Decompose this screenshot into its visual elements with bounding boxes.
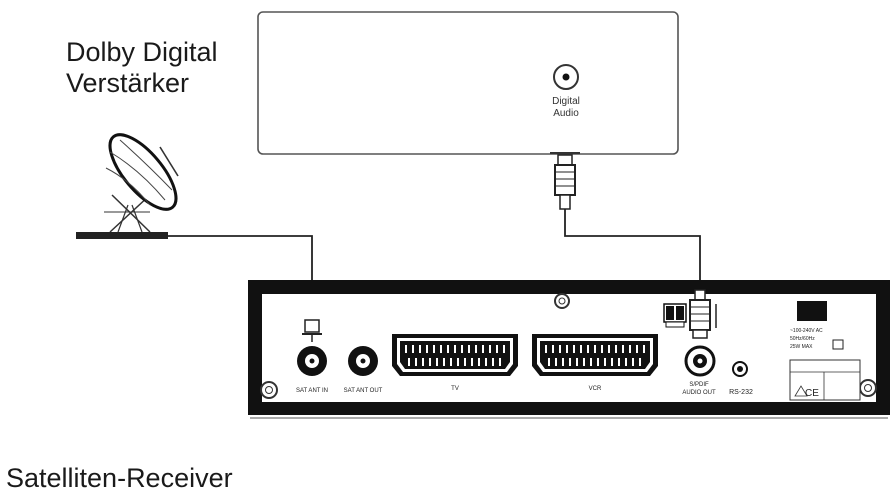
double-insulation-icon	[832, 339, 844, 350]
power-switch-icon	[797, 301, 827, 321]
switch-block-icon	[663, 303, 687, 328]
amplifier-box	[257, 11, 679, 155]
sat-ant-out-label: SAT ANT OUT	[344, 388, 383, 394]
amplifier-title-line2: Verstärker	[66, 68, 190, 98]
power-rating-line3: 25W MAX	[790, 344, 813, 350]
amplifier-title: Dolby Digital Verstärker	[66, 37, 256, 99]
rs232-label: RS-232	[729, 389, 753, 396]
digital-audio-jack	[553, 64, 579, 90]
sat-ant-out-port	[348, 346, 378, 376]
amplifier-title-line1: Dolby Digital	[66, 37, 218, 67]
optical-plug-top	[550, 152, 580, 210]
audio-out-label-line1: S/PDIF	[689, 382, 709, 388]
ce-mark: CE	[805, 388, 819, 399]
screw-icon	[859, 379, 877, 397]
scart-tv-label: TV	[451, 386, 459, 392]
screw-icon	[260, 381, 278, 399]
audio-out-port	[684, 345, 716, 377]
scart-vcr-label: VCR	[589, 386, 602, 392]
power-rating-line1: ~100-240V AC	[790, 328, 823, 334]
optical-cable	[564, 209, 701, 290]
screw-icon	[554, 293, 570, 309]
warning-label-icon	[789, 359, 861, 401]
f-plug-icon	[302, 319, 322, 342]
scart-vcr-port	[532, 334, 658, 376]
digital-audio-label-line1: Digital	[552, 96, 580, 107]
sat-ant-in-port	[297, 346, 327, 376]
digital-audio-label-line2: Audio	[553, 108, 579, 119]
rs232-port	[732, 361, 748, 377]
scart-tv-port	[392, 334, 518, 376]
sat-ant-in-label: SAT ANT IN	[296, 388, 328, 394]
satellite-dish-icon	[76, 133, 179, 239]
power-rating-line2: 50Hz/60Hz	[790, 336, 815, 342]
audio-out-label-line2: AUDIO OUT	[682, 390, 716, 396]
receiver-title: Satelliten-Receiver	[6, 463, 233, 493]
optical-plug-bottom	[689, 289, 717, 339]
